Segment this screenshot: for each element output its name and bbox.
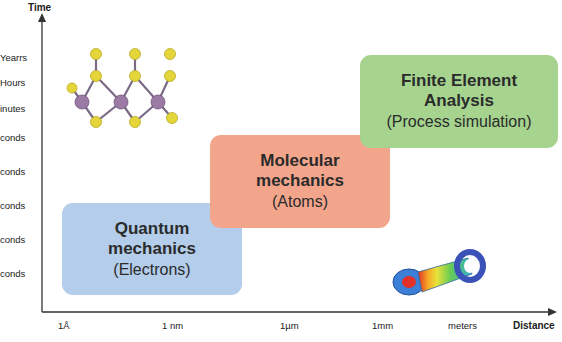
axis-title: Time: [28, 2, 51, 13]
axis-title: Distance: [513, 320, 555, 331]
box-subtitle: (Electrons): [113, 260, 190, 280]
tick-label: 1mm: [372, 320, 393, 331]
tick-label: conds: [0, 200, 25, 211]
time-axis: [41, 20, 42, 312]
box-subtitle: (Process simulation): [387, 112, 532, 132]
scale-box: Molecular mechanics(Atoms): [210, 135, 390, 228]
tick-label: conds: [0, 268, 25, 279]
axis-arrowhead: [38, 13, 46, 22]
distance-axis: [42, 311, 550, 312]
tick-label: conds: [0, 132, 25, 143]
tick-label: 1Å: [58, 320, 70, 331]
box-heading: Finite Element Analysis: [379, 71, 539, 111]
tick-label: conds: [0, 234, 25, 245]
box-subtitle: (Atoms): [272, 192, 328, 212]
tick-label: inutes: [0, 103, 25, 114]
fea-part-illustration: [393, 252, 483, 295]
scale-box: Finite Element Analysis(Process simulati…: [360, 55, 558, 148]
box-heading: Molecular mechanics: [245, 151, 355, 191]
tick-label: 1 nm: [162, 320, 183, 331]
tick-label: 1µm: [280, 320, 299, 331]
tick-label: Yearrs: [0, 52, 27, 63]
box-heading: Quantum mechanics: [97, 219, 207, 259]
axis-arrowhead: [548, 308, 557, 316]
tick-label: conds: [0, 166, 25, 177]
molecule-illustration: [67, 49, 178, 128]
tick-label: meters: [448, 320, 477, 331]
tick-label: Hours: [0, 77, 25, 88]
